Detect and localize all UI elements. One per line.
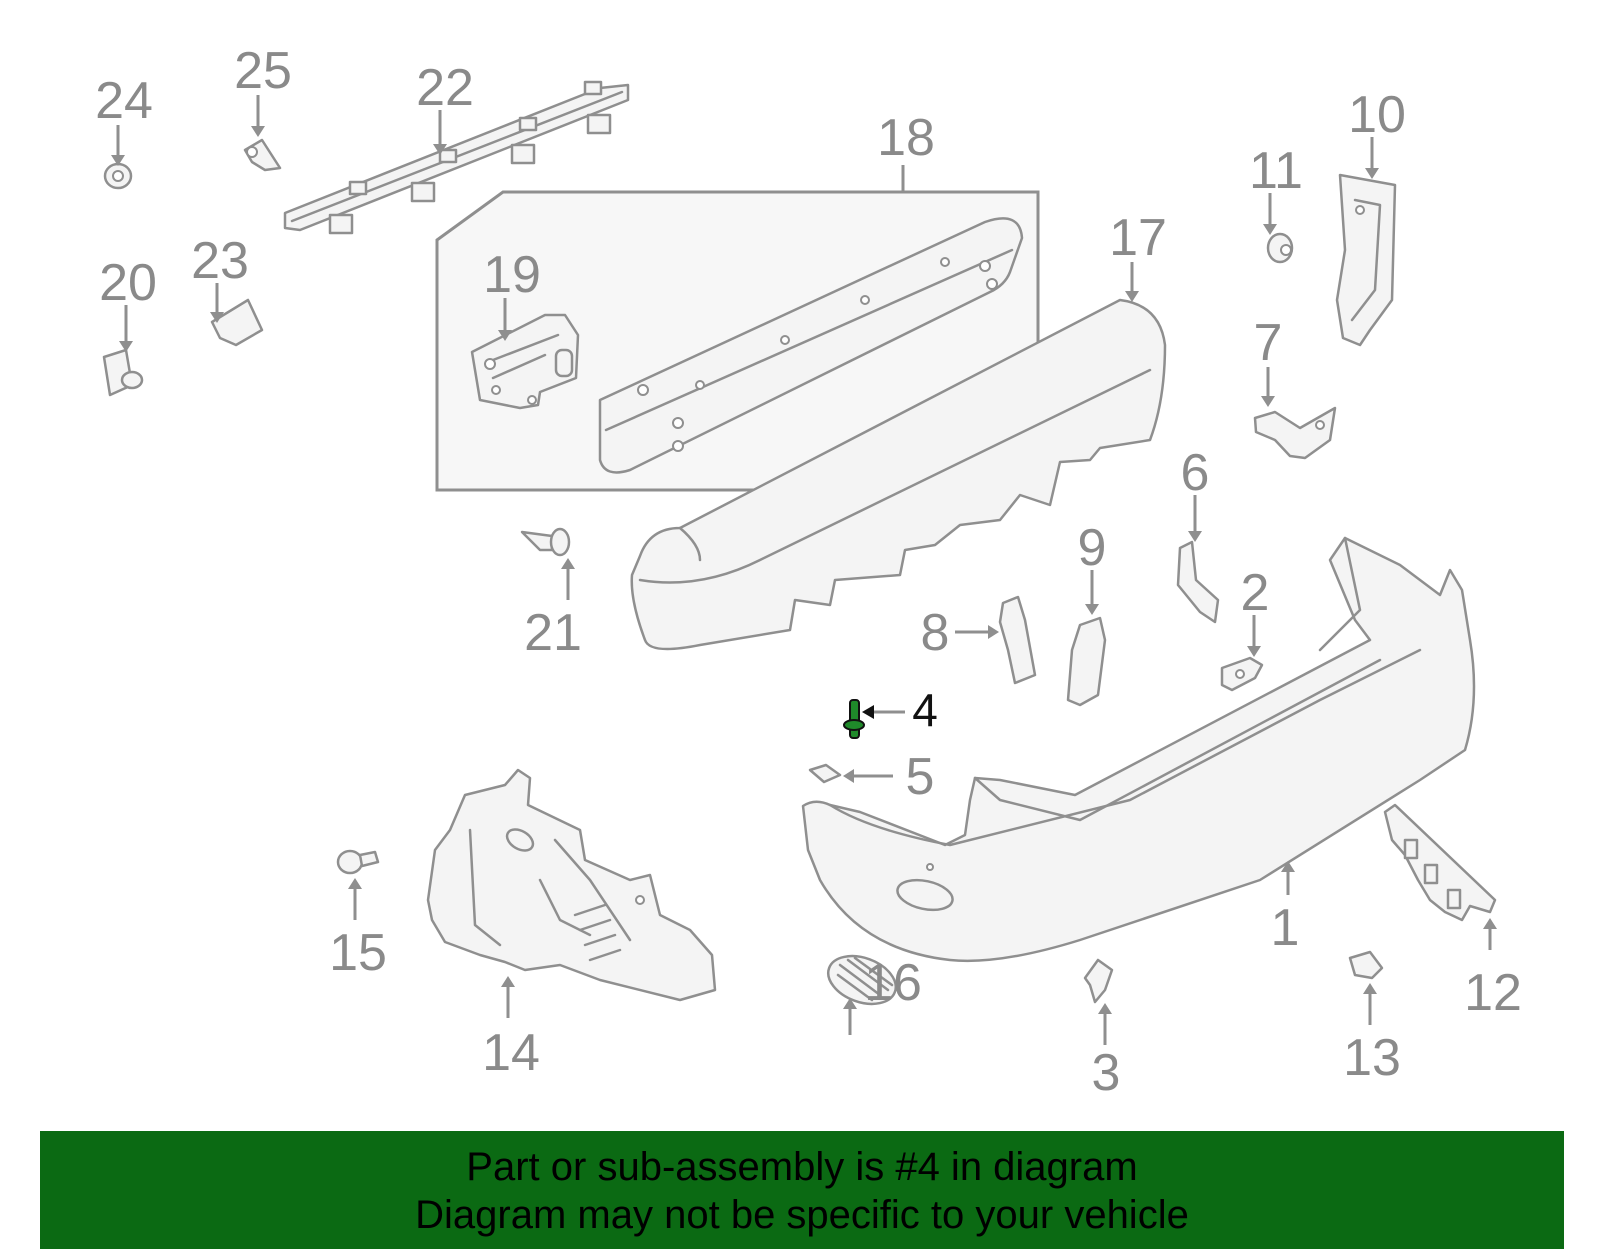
part-20-nut[interactable]: [102, 348, 144, 397]
info-banner: Part or sub-assembly is #4 in diagram Di…: [40, 1131, 1564, 1249]
callout-6: 6: [1181, 444, 1210, 502]
part-24-nut[interactable]: [103, 162, 133, 190]
part-17-energy-absorber[interactable]: [630, 298, 1167, 651]
callout-labels: 1 2 3 16 5 6 7 8 9 10 11 12 13 14 15 17 …: [95, 42, 1522, 1102]
part-6-bracket[interactable]: [1176, 540, 1220, 624]
part-5-pad[interactable]: [808, 763, 842, 784]
callout-13: 13: [1343, 1029, 1401, 1087]
part-7-bracket[interactable]: [1253, 406, 1337, 460]
callout-24: 24: [95, 72, 153, 130]
part-15-clip[interactable]: [336, 849, 380, 875]
callout-14: 14: [482, 1024, 540, 1082]
callout-3: 3: [1092, 1044, 1121, 1102]
part-19-bracket[interactable]: [470, 313, 580, 410]
callout-10: 10: [1348, 86, 1406, 144]
callout-21: 21: [524, 604, 582, 662]
callout-16: 16: [864, 954, 922, 1012]
banner-line-2: Diagram may not be specific to your vehi…: [415, 1193, 1189, 1237]
part-10-side-bracket[interactable]: [1335, 173, 1397, 347]
part-22-upper-rail[interactable]: [283, 80, 630, 235]
part-23-retainer[interactable]: [210, 298, 264, 347]
part-4-fastener-highlighted[interactable]: [843, 699, 865, 739]
part-18-reinforcement-beam[interactable]: [598, 217, 1024, 474]
part-16-reflector[interactable]: [822, 947, 903, 1012]
part-14-splash-shield[interactable]: [426, 768, 717, 1002]
part-21-screw[interactable]: [520, 527, 571, 557]
callout-22: 22: [416, 59, 474, 117]
callout-highlighted: 4: [912, 684, 938, 736]
callout-17: 17: [1109, 209, 1167, 267]
part-13-clip[interactable]: [1348, 950, 1384, 980]
part-3-retainer[interactable]: [1083, 958, 1114, 1004]
callout-15: 15: [329, 924, 387, 982]
part-1-bumper-cover[interactable]: [801, 536, 1476, 963]
part-25-clip[interactable]: [243, 138, 282, 172]
callout-9: 9: [1078, 519, 1107, 577]
callout-20: 20: [99, 254, 157, 312]
callout-2: 2: [1241, 564, 1270, 622]
part-12-side-support[interactable]: [1383, 803, 1497, 922]
callout-1: 1: [1271, 899, 1300, 957]
callout-18: 18: [877, 109, 935, 167]
callout-7: 7: [1254, 314, 1283, 372]
callout-19: 19: [483, 246, 541, 304]
callout-8: 8: [921, 604, 950, 662]
banner-line-1: Part or sub-assembly is #4 in diagram: [466, 1145, 1138, 1189]
callout-25: 25: [234, 42, 292, 100]
part-9-bracket[interactable]: [1066, 616, 1107, 707]
callout-12: 12: [1464, 964, 1522, 1022]
part-2-clip[interactable]: [1220, 656, 1264, 692]
callout-4: 4: [912, 684, 938, 736]
part-8-bracket[interactable]: [998, 595, 1037, 685]
callout-23: 23: [191, 232, 249, 290]
callout-11: 11: [1249, 142, 1303, 200]
callout-5: 5: [906, 748, 935, 806]
part-11-clip[interactable]: [1266, 232, 1294, 264]
leader-arrows: [111, 95, 1497, 1045]
